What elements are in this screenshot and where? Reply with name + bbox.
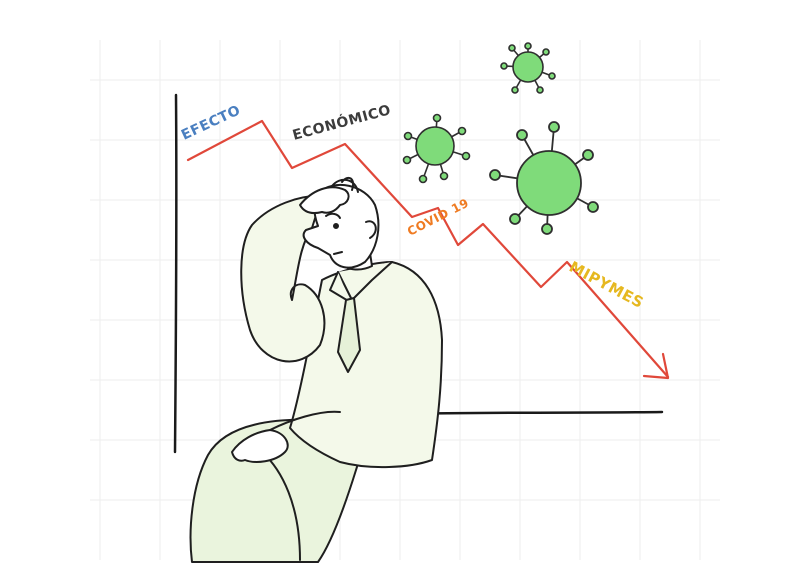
chart-y-axis	[173, 93, 178, 454]
label-efecto: EFECTO	[179, 102, 243, 143]
virus-icon	[489, 121, 599, 235]
label-covid: COVID 19	[405, 196, 471, 239]
label-mipymes: MIPYMES	[566, 258, 647, 312]
man-tie	[337, 297, 361, 373]
virus-icon	[500, 42, 556, 94]
man-hair	[331, 176, 359, 193]
man-hand-on-head	[299, 186, 350, 215]
man-raised-arm	[240, 194, 326, 363]
man-shirt	[289, 261, 443, 469]
man-hand-on-knee	[231, 429, 289, 463]
trend-line	[186, 119, 670, 379]
chart-x-axis	[398, 410, 664, 416]
label-economico: ECONÓMICO	[290, 100, 392, 144]
virus-icon	[402, 113, 471, 184]
trend-arrow-head-icon	[642, 352, 670, 380]
worried-man	[189, 176, 443, 563]
